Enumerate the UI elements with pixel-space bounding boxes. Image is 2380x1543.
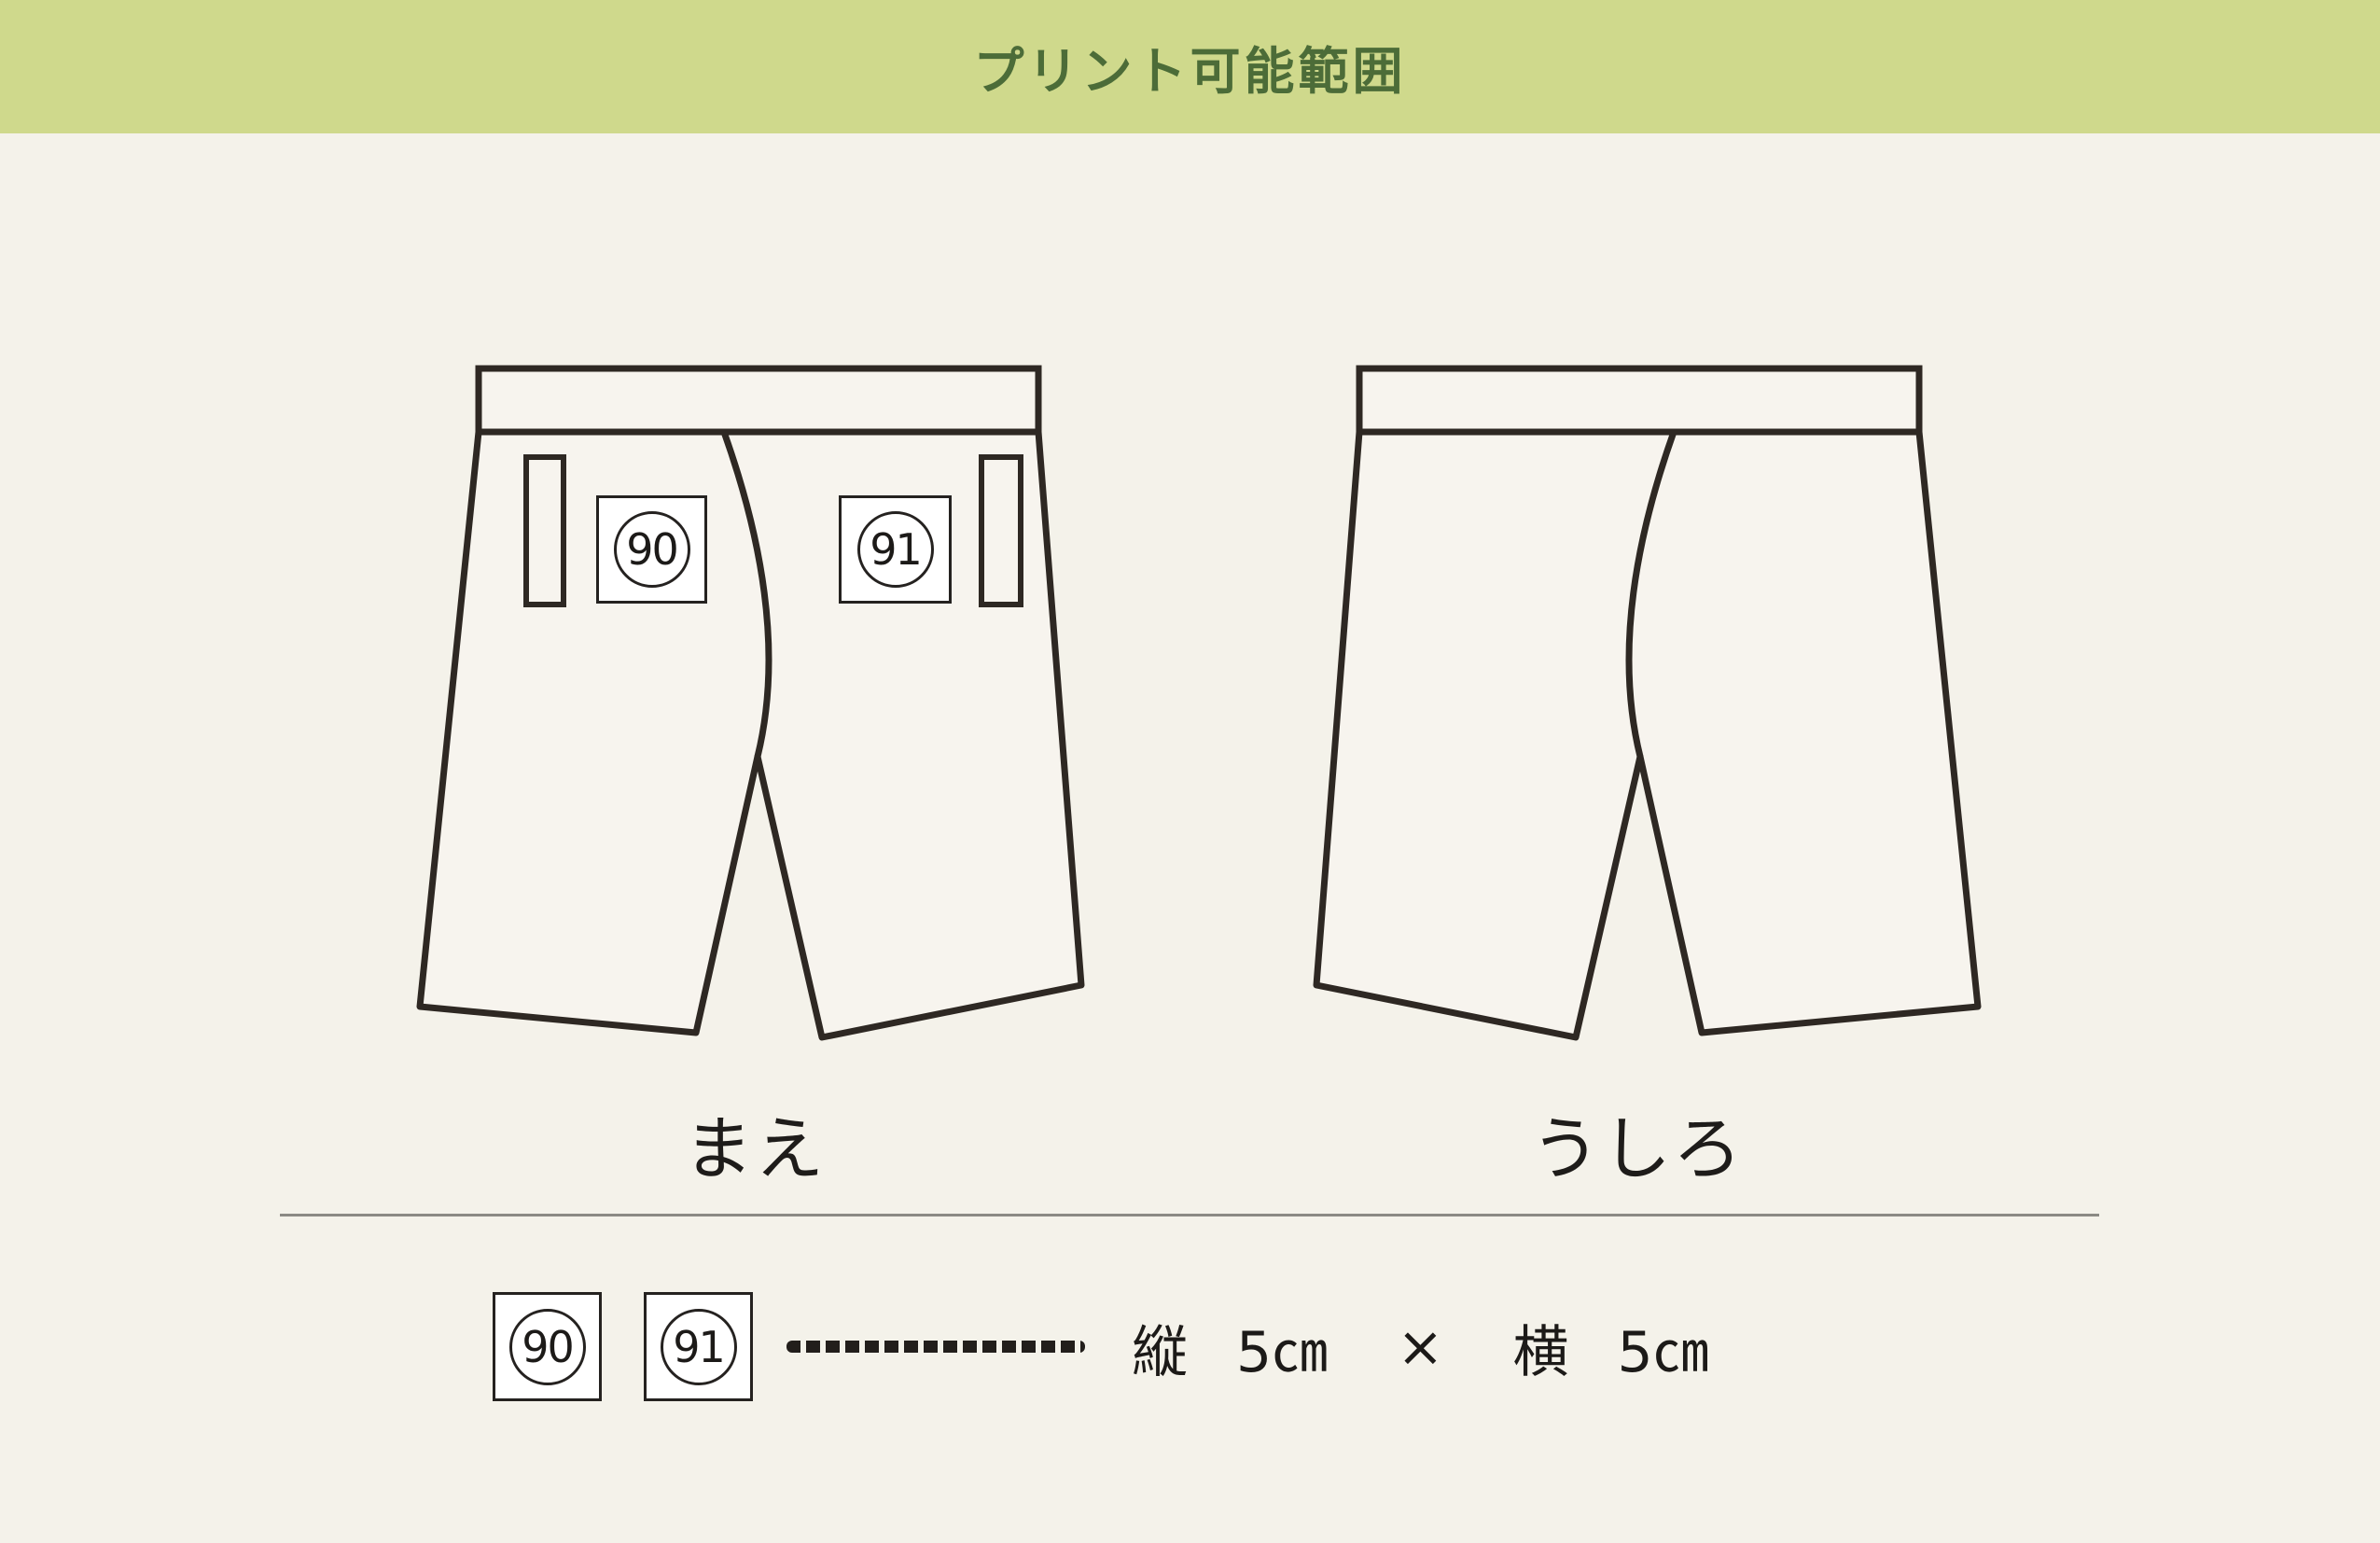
size-vertical-value: 5㎝: [1236, 1319, 1329, 1385]
circled-number-90-icon: 90: [613, 511, 690, 588]
legend-90-number: 90: [522, 1321, 575, 1372]
size-horizontal-value: 5㎝: [1617, 1319, 1709, 1385]
shorts-front-drawing: [411, 359, 1101, 1050]
marker-90-number: 90: [626, 524, 679, 575]
legend-91-number: 91: [673, 1321, 726, 1372]
header-band: プリント可能範囲: [0, 0, 2380, 133]
back-view-label: うしろ: [1531, 1109, 1744, 1189]
size-horizontal-label: 横: [1512, 1319, 1569, 1385]
shorts-back-outline: [1313, 365, 1982, 1041]
divider-line: [280, 1214, 2099, 1216]
legend-marker-90: 90: [493, 1292, 602, 1401]
shorts-back-drawing: [1297, 359, 1987, 1050]
legend-circled-number-90-icon: 90: [508, 1308, 586, 1385]
legend-marker-91: 91: [644, 1292, 753, 1401]
print-position-marker-91: 91: [839, 495, 952, 604]
shorts-front-outline: [416, 365, 1085, 1041]
legend-size-spec: 縦 5㎝ × 横 5㎝: [1132, 1295, 1709, 1399]
legend-circled-number-91-icon: 91: [660, 1308, 737, 1385]
circled-number-91-icon: 91: [856, 511, 934, 588]
size-vertical-label: 縦: [1132, 1319, 1188, 1385]
marker-91-number: 91: [870, 524, 923, 575]
page-title: プリント可能範囲: [973, 42, 1407, 101]
legend-dashed-line: [786, 1341, 1085, 1353]
multiply-sign: ×: [1397, 1314, 1444, 1380]
print-position-marker-90: 90: [596, 495, 707, 604]
front-view-label: まえ: [684, 1109, 826, 1189]
